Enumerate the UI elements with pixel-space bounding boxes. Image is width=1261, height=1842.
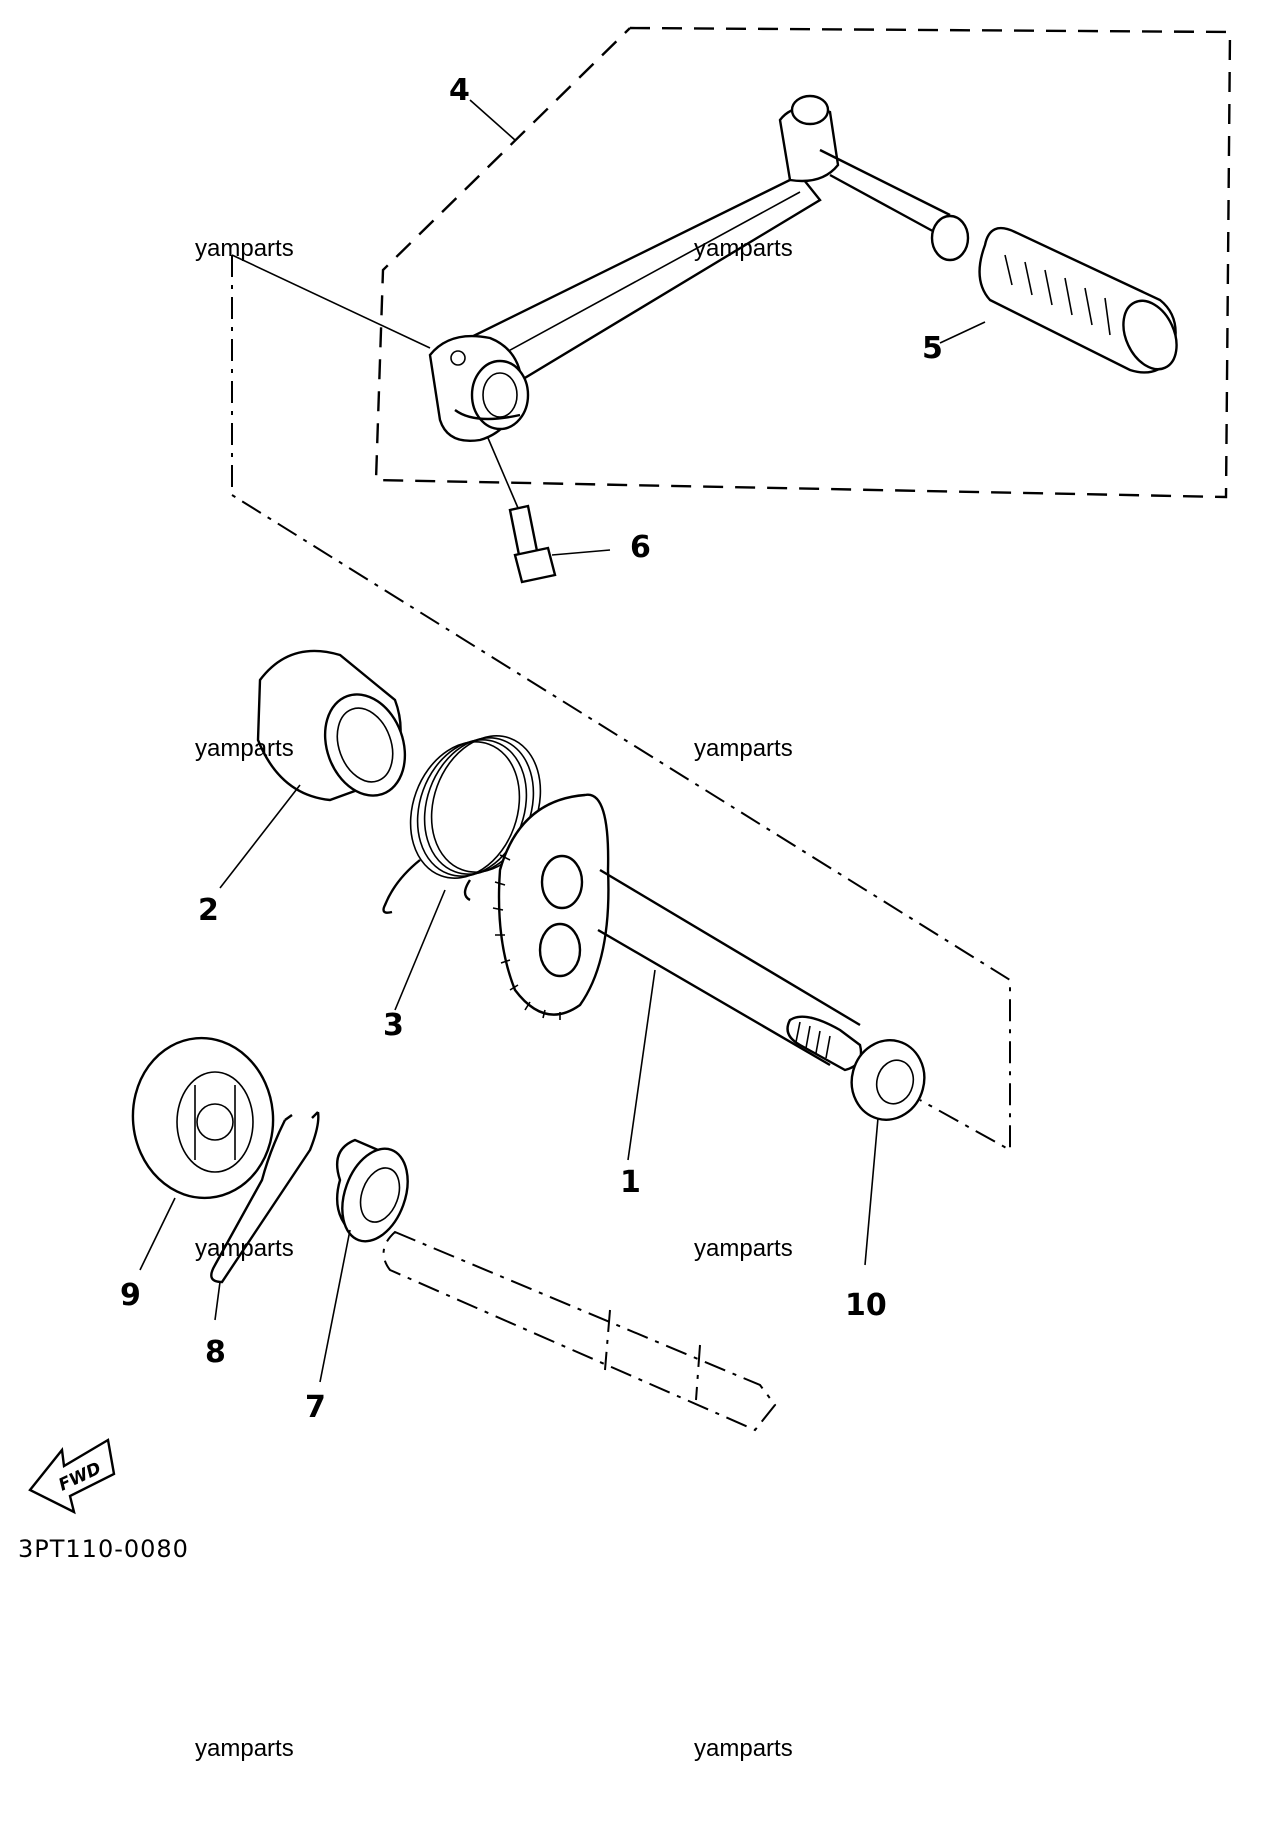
watermark: yamparts [694,735,793,762]
callout-9: 9 [120,1278,141,1313]
ratchet-holder [131,1036,275,1200]
callout-10: 10 [845,1288,887,1323]
crank-bolt [487,437,557,584]
watermark: yamparts [694,1235,793,1262]
watermark: yamparts [195,1235,294,1262]
watermarks: yamparts yamparts yamparts yamparts yamp… [195,235,793,1762]
callout-8: 8 [205,1335,226,1370]
leader-lines [139,99,986,1383]
callout-5: 5 [922,331,943,366]
callout-4: 4 [449,73,470,108]
fwd-arrow-icon: FWD [28,1438,116,1515]
collar-bushing [256,649,407,802]
callout-1: 1 [620,1165,641,1200]
watermark: yamparts [694,1735,793,1762]
diagram-code: 3PT110-0080 [18,1535,189,1563]
kick-crank-assembly-box [374,26,1232,499]
watermark: yamparts [694,235,793,262]
spring-clip [210,1111,320,1284]
callout-3: 3 [383,1008,404,1043]
watermark: yamparts [195,735,294,762]
watermark: yamparts [195,235,294,262]
shaft-centerline-box [231,254,1011,1152]
callout-6: 6 [630,530,651,565]
kick-grip [978,227,1178,374]
callout-2: 2 [198,893,219,928]
kick-pinion [335,1138,409,1243]
kick-crank-arm [428,94,970,442]
main-shaft [382,1230,777,1432]
callout-7: 7 [305,1390,326,1425]
watermark: yamparts [195,1735,294,1762]
part-numbers: 4 5 6 2 3 1 10 9 8 7 [120,73,943,1425]
kick-axle-gear [492,793,863,1072]
